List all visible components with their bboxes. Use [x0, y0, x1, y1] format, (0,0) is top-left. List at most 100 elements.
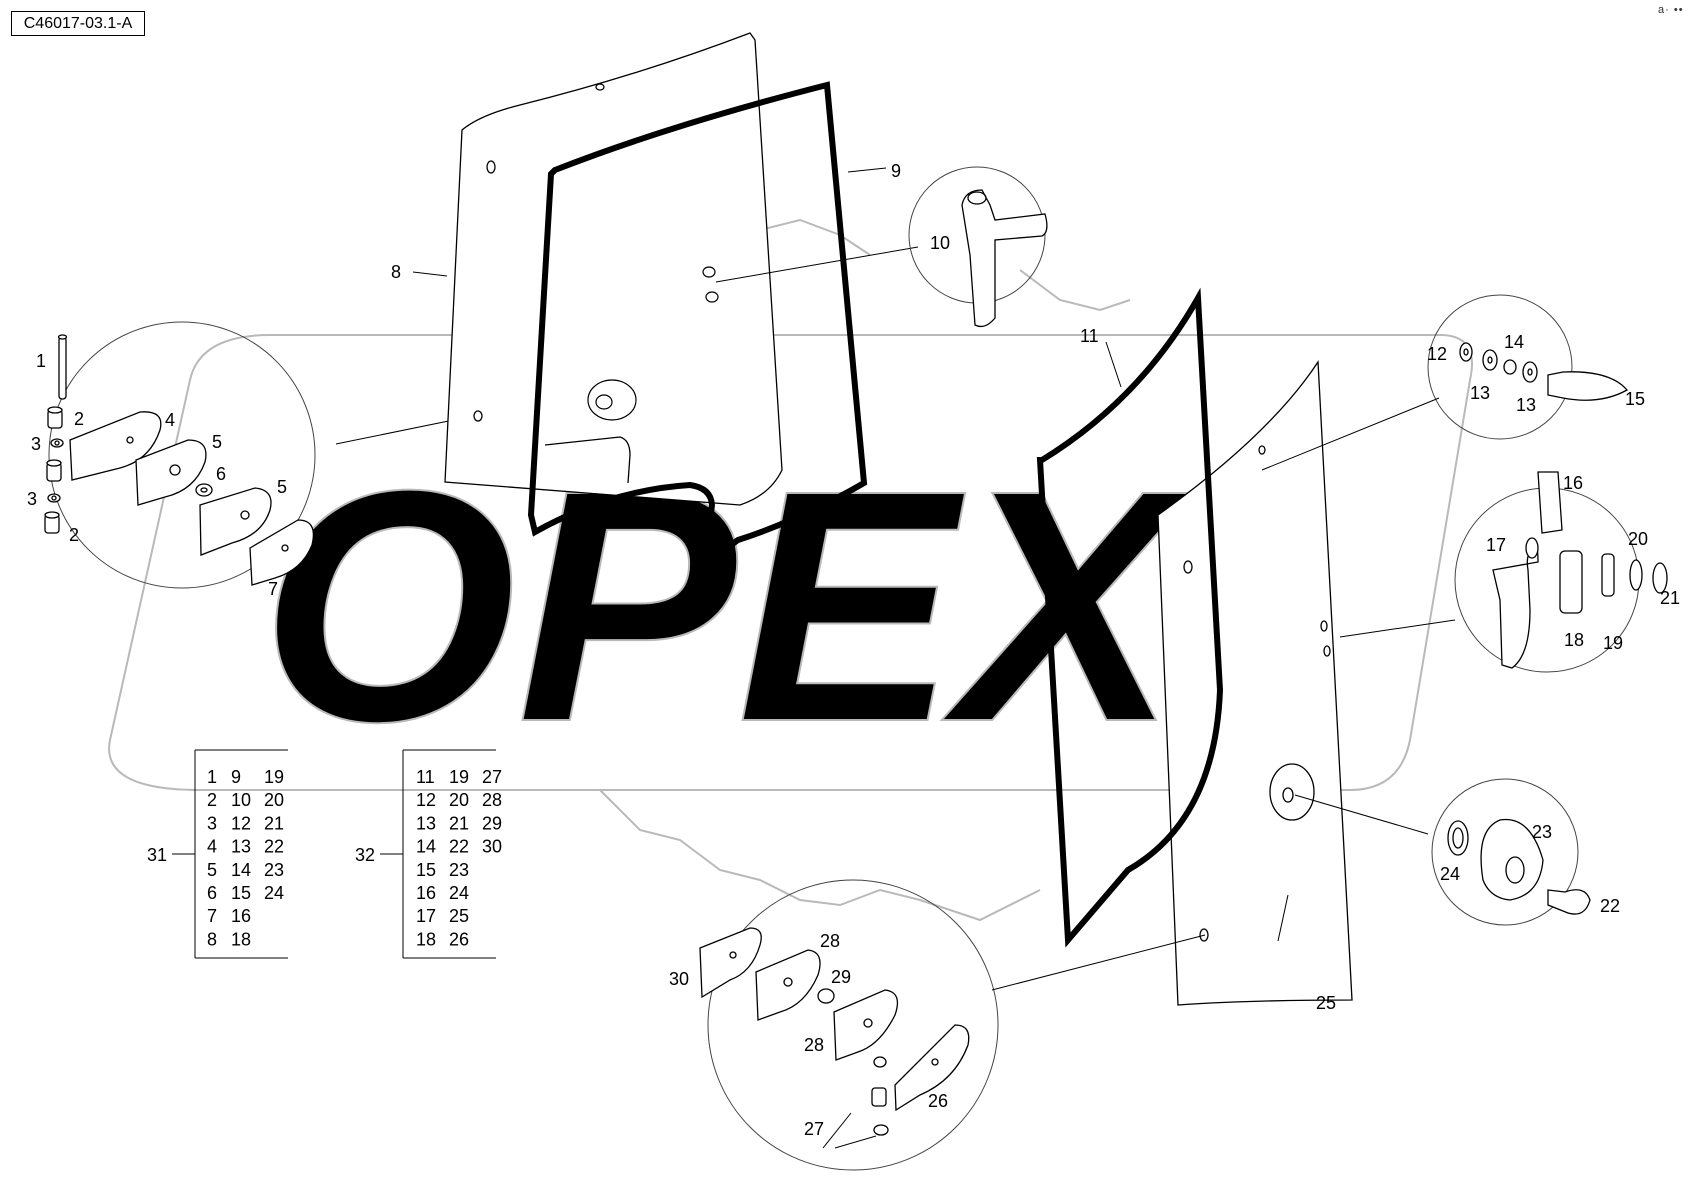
kit-32-item: 22 — [449, 837, 469, 857]
kit-31-item: 19 — [264, 767, 284, 787]
callout-13-left: 13 — [1470, 383, 1490, 403]
pad-part-5-bottom — [199, 487, 272, 556]
kit-label-31: 31 — [147, 845, 167, 865]
kit-32-item: 29 — [482, 813, 502, 833]
hinge-plate-part-4 — [69, 411, 162, 481]
bushing-part-2-top — [47, 406, 63, 429]
kit-32-item: 28 — [482, 790, 502, 810]
kit-32-item: 17 — [416, 906, 436, 926]
kit-31-item: 4 — [207, 837, 217, 857]
callout-17: 17 — [1486, 535, 1506, 555]
kit-32-item: 19 — [449, 767, 469, 787]
detail-16-21 — [1339, 471, 1668, 673]
callout-15: 15 — [1625, 389, 1645, 409]
callout-2-bottom: 2 — [69, 525, 79, 545]
callout-10: 10 — [930, 233, 950, 253]
kit-table-32: 32 11 12 13 14 15 16 17 18 19 20 21 22 23 24 25 26 27 28 2… — [355, 749, 502, 959]
pad-part-5-top — [135, 439, 207, 506]
callout-16: 16 — [1563, 473, 1583, 493]
kit-31-item: 13 — [231, 837, 251, 857]
kit-31-item: 3 — [207, 813, 217, 833]
kit-label-32: 32 — [355, 845, 375, 865]
callout-18: 18 — [1564, 630, 1584, 650]
kit-32-item: 21 — [449, 813, 469, 833]
callout-29: 29 — [831, 967, 851, 987]
callout-3-bottom: 3 — [27, 489, 37, 509]
callout-27: 27 — [804, 1119, 824, 1139]
callout-28-top: 28 — [820, 931, 840, 951]
detail-22-24 — [1294, 778, 1591, 926]
handle-detail-10 — [908, 166, 1048, 328]
washer-part-3-bottom — [47, 493, 61, 503]
pin-part-1 — [57, 334, 68, 400]
callout-8: 8 — [391, 262, 401, 282]
callout-14: 14 — [1504, 332, 1524, 352]
kit-31-item: 22 — [264, 837, 284, 857]
callout-4: 4 — [165, 410, 175, 430]
corner-mark: a· •• — [1658, 4, 1684, 16]
callout-1: 1 — [36, 351, 46, 371]
kit-32-item: 18 — [416, 929, 436, 949]
kit-32-item: 30 — [482, 837, 502, 857]
callout-5-bottom: 5 — [277, 477, 287, 497]
callout-24: 24 — [1440, 864, 1460, 884]
door-glass-left — [444, 32, 783, 506]
kit-31-item: 2 — [207, 790, 217, 810]
callout-23: 23 — [1532, 822, 1552, 842]
kit-32-item: 15 — [416, 860, 436, 880]
callout-labels: 1 2 2 3 3 4 5 5 6 7 8 9 10 11 12 13 13 1… — [27, 161, 1680, 1139]
bushing-part-2-bottom — [44, 511, 60, 534]
callout-19: 19 — [1603, 633, 1623, 653]
callout-12: 12 — [1427, 344, 1447, 364]
spacer-part-6 — [195, 483, 213, 497]
kit-32-item: 16 — [416, 883, 436, 903]
callout-7: 7 — [268, 579, 278, 599]
kit-32-item: 14 — [416, 837, 436, 857]
kit-32-item: 24 — [449, 883, 469, 903]
washer-part-3-top — [50, 438, 64, 448]
kit-31-item: 24 — [264, 883, 284, 903]
kit-32-item: 13 — [416, 813, 436, 833]
kit-31-item: 9 — [231, 767, 241, 787]
kit-32-item: 25 — [449, 906, 469, 926]
hinge-detail-bottom — [699, 879, 1206, 1171]
kit-31-item: 23 — [264, 860, 284, 880]
document-id: C46017-03.1-A — [11, 11, 145, 36]
callout-28-bottom: 28 — [804, 1035, 824, 1055]
kit-31-item: 7 — [207, 906, 217, 926]
kit-32-item: 26 — [449, 929, 469, 949]
callout-5-top: 5 — [212, 432, 222, 452]
detail-12-15 — [1261, 294, 1629, 471]
door-glass-right — [1157, 359, 1353, 1006]
kit-32-item: 27 — [482, 767, 502, 787]
window-seal-left — [527, 81, 919, 556]
kit-31-item: 16 — [231, 906, 251, 926]
callout-22: 22 — [1600, 896, 1620, 916]
callout-13-right: 13 — [1516, 395, 1536, 415]
kit-31-item: 12 — [231, 813, 251, 833]
kit-31-item: 14 — [231, 860, 251, 880]
kit-32-item: 20 — [449, 790, 469, 810]
kit-31-item: 10 — [231, 790, 251, 810]
kit-32-item: 11 — [416, 767, 435, 787]
callout-20: 20 — [1628, 529, 1648, 549]
callout-30: 30 — [669, 969, 689, 989]
kit-31-item: 5 — [207, 860, 217, 880]
bushing-part-2-mid — [46, 459, 62, 482]
kit-31-item: 6 — [207, 883, 217, 903]
pad-part-7 — [249, 519, 315, 586]
callout-3-top: 3 — [31, 434, 41, 454]
callout-6: 6 — [216, 464, 226, 484]
kit-31-item: 1 — [207, 767, 217, 787]
window-seal-right — [1036, 287, 1224, 948]
callout-11: 11 — [1080, 326, 1099, 346]
kit-31-item: 15 — [231, 883, 251, 903]
kit-32-item: 23 — [449, 860, 469, 880]
kit-32-item: 12 — [416, 790, 436, 810]
kit-31-item: 8 — [207, 929, 217, 949]
callout-leaders — [412, 167, 1289, 1149]
callout-2-top: 2 — [74, 409, 84, 429]
